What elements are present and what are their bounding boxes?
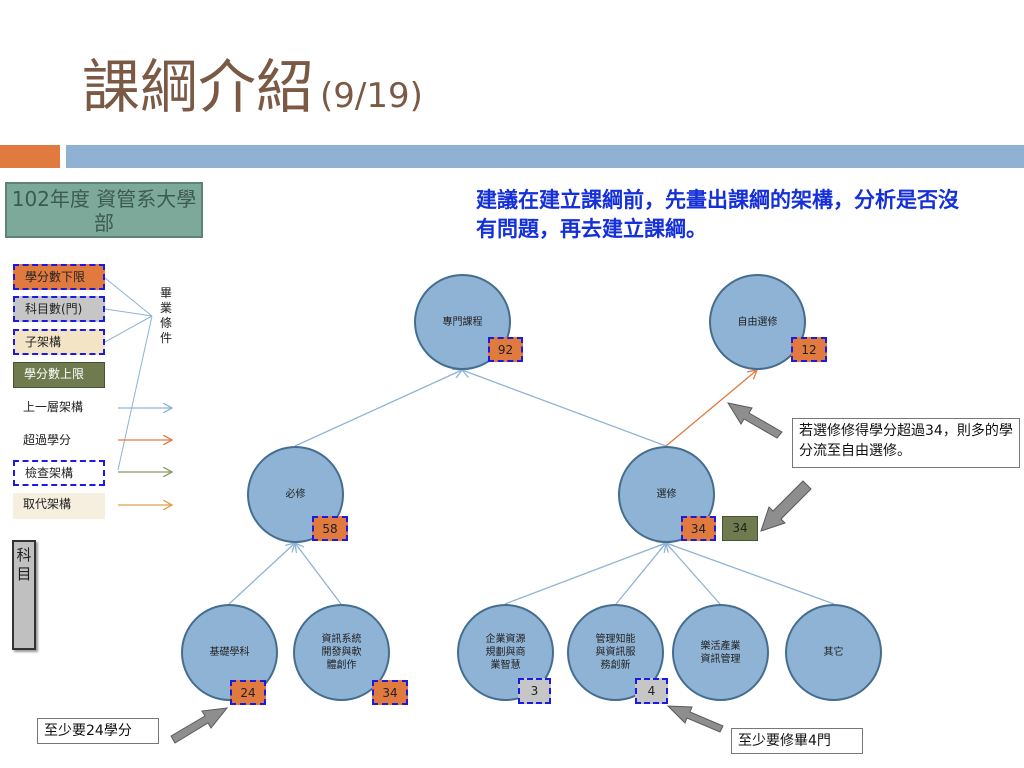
department-label: 102年度 資管系大學部: [5, 182, 203, 238]
legend-min-credits: 學分數下限: [13, 264, 105, 290]
legend-graduation-conditions: 畢業條件: [159, 286, 172, 345]
note-min-4-courses: 至少要修畢4門: [731, 728, 863, 754]
legend-replace-structure: 取代架構: [13, 493, 105, 519]
node-erp-label: 企業資源規劃與商業智慧: [485, 634, 526, 671]
node-leisure-label: 樂活產業資訊管理: [700, 640, 741, 665]
node-elective-label: 選修: [656, 489, 677, 500]
slide-title-page: (9/19): [320, 76, 423, 116]
note-min-24-credits: 至少要24學分: [37, 718, 159, 744]
node-leisure: 樂活產業資訊管理: [672, 604, 769, 701]
node-erp-courses: 3: [518, 678, 551, 704]
node-km-courses: 4: [635, 678, 668, 704]
node-basic-credits: 24: [230, 680, 266, 705]
node-required-label: 必修: [285, 489, 306, 500]
header-bar-accent: [0, 145, 60, 168]
node-info-sys-credits: 34: [372, 680, 408, 705]
note-overflow: 若選修修得學分超過34，則多的學分流至自由選修。: [792, 418, 1020, 468]
node-free-elective-label: 自由選修: [737, 316, 778, 328]
node-info-sys: 資訊系統開發與軟體創作: [293, 604, 390, 701]
header-bar: [66, 145, 1024, 168]
node-free-elective-credits: 12: [791, 337, 827, 362]
legend-upper-structure: 上一層架構: [23, 400, 84, 414]
legend-subject: 科目: [12, 540, 36, 650]
legend-check-structure: 檢查架構: [13, 460, 105, 486]
node-required-credits: 58: [312, 516, 348, 541]
node-other: 其它: [785, 604, 882, 701]
node-professional-credits: 92: [488, 337, 523, 362]
legend-sub-structure: 子架構: [13, 329, 105, 355]
node-info-sys-label: 資訊系統開發與軟體創作: [321, 634, 362, 671]
node-basic-label: 基礎學科: [209, 647, 250, 658]
node-other-label: 其它: [823, 647, 844, 658]
node-elective-credits: 34: [681, 516, 716, 541]
legend-max-credits: 學分數上限: [13, 362, 105, 388]
node-km-label: 管理知能與資訊服務創新: [595, 634, 636, 671]
node-free-elective: 自由選修: [709, 274, 806, 370]
node-required: 必修: [247, 446, 344, 543]
legend-excess-credits: 超過學分: [23, 433, 72, 447]
node-elective-max-credits: 34: [722, 516, 758, 541]
slide-title: 課綱介紹(9/19): [82, 40, 423, 124]
legend-course-count: 科目數(門): [13, 296, 105, 322]
slide-title-main: 課綱介紹: [82, 53, 315, 121]
advice-text: 建議在建立課綱前，先畫出課綱的架構，分析是否沒有問題，再去建立課綱。: [476, 188, 959, 241]
node-professional-label: 專門課程: [442, 316, 483, 328]
